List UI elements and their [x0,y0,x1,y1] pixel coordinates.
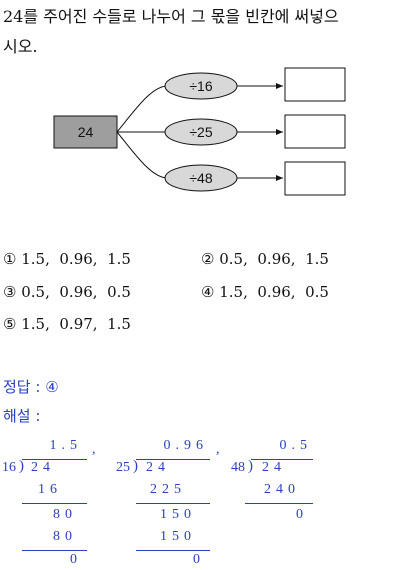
option-2[interactable]: ② 0.5, 0.96, 1.5 [201,250,329,268]
div1-rule-1 [22,503,87,504]
branch-line-bottom [116,131,167,179]
div1-dividend: 24 [31,460,55,475]
answer-box-3 [284,161,346,196]
div1-divisor: 16 [2,460,16,475]
div1-step-3: 80 [53,529,77,544]
div2-rule-1 [136,503,210,504]
branch-line-top [116,85,167,133]
div2-rule-2 [136,550,210,551]
division-diagram: 24 ÷16 ÷25 ÷48 [53,67,346,196]
div1-bracket: ) [19,458,24,474]
div1-rule-2 [22,550,87,551]
option-1-text: 1.5, 0.96, 1.5 [21,250,131,268]
div2-step-4: 0 [193,552,205,567]
div2-dividend: 24 [146,460,170,475]
divisor-label-2: ÷25 [189,124,212,140]
question-line-1: 24를 주어진 수들로 나누어 그 몫을 빈칸에 써넣으 [3,7,339,26]
source-value: 24 [78,124,94,140]
option-1[interactable]: ① 1.5, 0.96, 1.5 [3,250,131,268]
div3-step-2: 0 [296,507,308,522]
option-5-text: 1.5, 0.97, 1.5 [21,315,131,333]
option-5[interactable]: ⑤ 1.5, 0.97, 1.5 [3,315,131,333]
divisor-label-1: ÷16 [189,78,212,94]
explanation-label: 해설 : [3,407,41,425]
div2-bracket: ) [133,458,138,474]
div3-rule-1 [245,503,313,504]
option-2-number: ② [201,250,215,268]
div1-vinculum [22,459,87,460]
option-4-text: 1.5, 0.96, 0.5 [219,283,329,301]
option-1-number: ① [3,250,17,268]
option-2-text: 0.5, 0.96, 1.5 [219,250,329,268]
div3-dividend: 24 [262,460,286,475]
div1-step-4: 0 [70,552,82,567]
div1-step-1: 16 [38,482,62,497]
comma-2: , [216,442,220,457]
div3-bracket: ) [248,458,253,474]
div3-divisor: 48 [231,460,245,475]
answer-label: 정답 : ④ [3,378,59,396]
div2-step-1: 225 [150,482,186,497]
div2-quotient: 0.96 [163,438,208,453]
source-box [53,115,118,149]
div3-step-1: 240 [264,482,300,497]
option-5-number: ⑤ [3,315,17,333]
div2-step-3: 150 [160,529,196,544]
option-4[interactable]: ④ 1.5, 0.96, 0.5 [201,283,329,301]
question-line-2: 시오. [3,37,38,56]
div3-vinculum [251,459,313,460]
comma-1: , [92,442,96,457]
option-3[interactable]: ③ 0.5, 0.96, 0.5 [3,283,131,301]
option-3-number: ③ [3,283,17,301]
answer-box-1 [284,67,346,102]
div1-quotient: 1.5 [49,438,82,453]
answer-box-2 [284,114,346,149]
divisor-label-3: ÷48 [189,170,212,186]
div2-divisor: 25 [116,460,130,475]
div3-quotient: 0.5 [279,438,312,453]
div1-step-2: 80 [53,507,77,522]
div2-vinculum [136,459,210,460]
div2-step-2: 150 [160,507,196,522]
option-4-number: ④ [201,283,215,301]
option-3-text: 0.5, 0.96, 0.5 [21,283,131,301]
